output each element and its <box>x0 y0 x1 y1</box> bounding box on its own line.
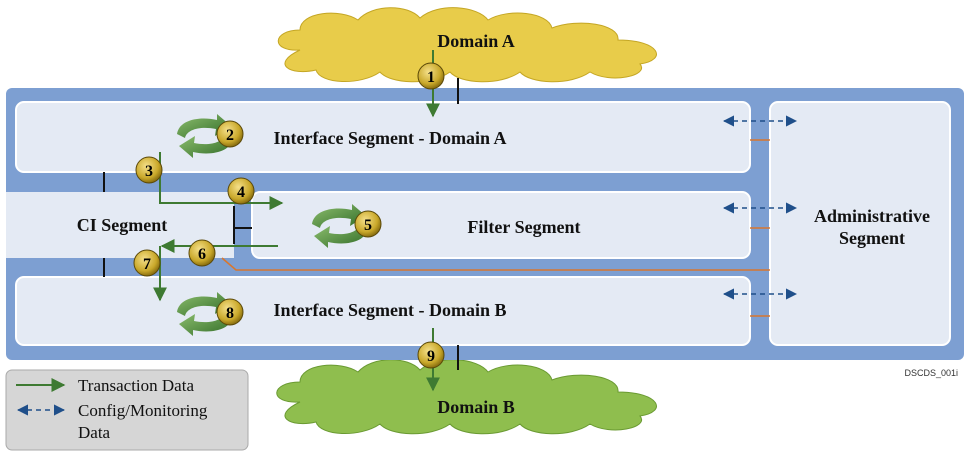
legend-transaction-label: Transaction Data <box>78 376 194 395</box>
filter-segment <box>251 191 751 259</box>
interface-segment-b-label: Interface Segment - Domain B <box>274 300 507 320</box>
svg-text:3: 3 <box>145 163 153 180</box>
step-badge-9: 9 <box>417 341 445 369</box>
step-badge-6: 6 <box>188 239 216 267</box>
step-badge-5: 5 <box>354 210 382 238</box>
administrative-segment-label-line1: Administrative <box>814 206 930 226</box>
domain-a-cloud <box>277 7 657 83</box>
svg-text:1: 1 <box>427 69 435 86</box>
config-monitoring-arrows <box>722 115 798 300</box>
step-badge-8: 8 <box>216 298 244 326</box>
svg-text:9: 9 <box>427 348 435 365</box>
administrative-segment <box>769 101 951 346</box>
interface-segment-a-label: Interface Segment - Domain A <box>274 128 507 148</box>
admin-links <box>221 139 770 317</box>
administrative-segment-label-line2: Segment <box>839 228 905 248</box>
figure-id: DSCDS_001i <box>904 368 958 378</box>
svg-text:7: 7 <box>143 256 151 273</box>
step-badge-3: 3 <box>135 156 163 184</box>
step-badge-2: 2 <box>216 120 244 148</box>
segment-connectors <box>103 78 459 370</box>
legend-config-label-line2: Data <box>78 423 111 442</box>
domain-a-label: Domain A <box>437 31 515 51</box>
legend: Transaction Data Config/Monitoring Data <box>5 369 249 451</box>
svg-text:4: 4 <box>237 184 245 201</box>
domain-b-label: Domain B <box>437 397 515 417</box>
svg-text:2: 2 <box>226 127 234 144</box>
cycle-icon-filter <box>312 204 368 248</box>
step-badge-1: 1 <box>417 62 445 90</box>
ci-segment-label: CI Segment <box>77 215 168 235</box>
domain-b-cloud <box>276 359 657 435</box>
svg-text:8: 8 <box>226 305 234 322</box>
svg-text:5: 5 <box>364 217 372 234</box>
step-badge-7: 7 <box>133 249 161 277</box>
svg-text:6: 6 <box>198 246 206 263</box>
legend-config-label-line1: Config/Monitoring <box>78 401 208 420</box>
filter-segment-label: Filter Segment <box>467 217 580 237</box>
step-badge-4: 4 <box>227 177 255 205</box>
